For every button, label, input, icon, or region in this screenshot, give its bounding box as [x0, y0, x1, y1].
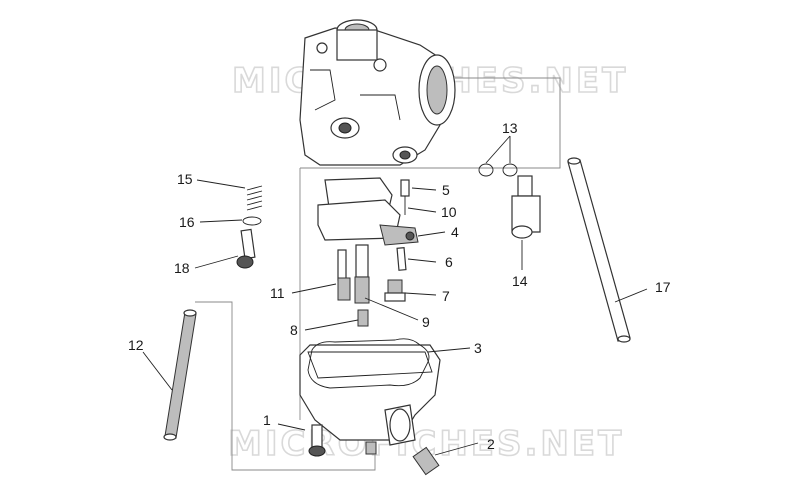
callout-16: 16 — [179, 214, 195, 230]
callout-11: 11 — [270, 285, 285, 301]
callout-6: 6 — [445, 254, 453, 270]
callout-10: 10 — [441, 204, 457, 220]
callout-13: 13 — [502, 120, 518, 136]
small-parts — [236, 163, 541, 476]
float-chamber-gasket — [307, 338, 430, 389]
callout-18: 18 — [174, 260, 190, 276]
callout-3: 3 — [474, 340, 482, 356]
callout-17: 17 — [655, 279, 671, 295]
callout-2: 2 — [487, 436, 495, 452]
callout-9: 9 — [422, 314, 430, 330]
callout-4: 4 — [451, 224, 459, 240]
float-chamber — [299, 344, 441, 446]
callout-7: 7 — [442, 288, 450, 304]
callout-labels: 1 2 3 4 5 6 7 8 9 10 11 12 13 14 15 16 1… — [128, 120, 671, 452]
tube-12 — [163, 309, 197, 441]
callout-12: 12 — [128, 337, 144, 353]
callout-8: 8 — [290, 322, 298, 338]
hose-17 — [567, 157, 631, 343]
callout-15: 15 — [177, 171, 193, 187]
callout-1: 1 — [263, 412, 271, 428]
callout-14: 14 — [512, 273, 528, 289]
callout-5: 5 — [442, 182, 450, 198]
carburetor-body — [299, 19, 456, 166]
leader-lines — [142, 135, 648, 456]
float-chamber-assembly-upper — [317, 177, 419, 246]
